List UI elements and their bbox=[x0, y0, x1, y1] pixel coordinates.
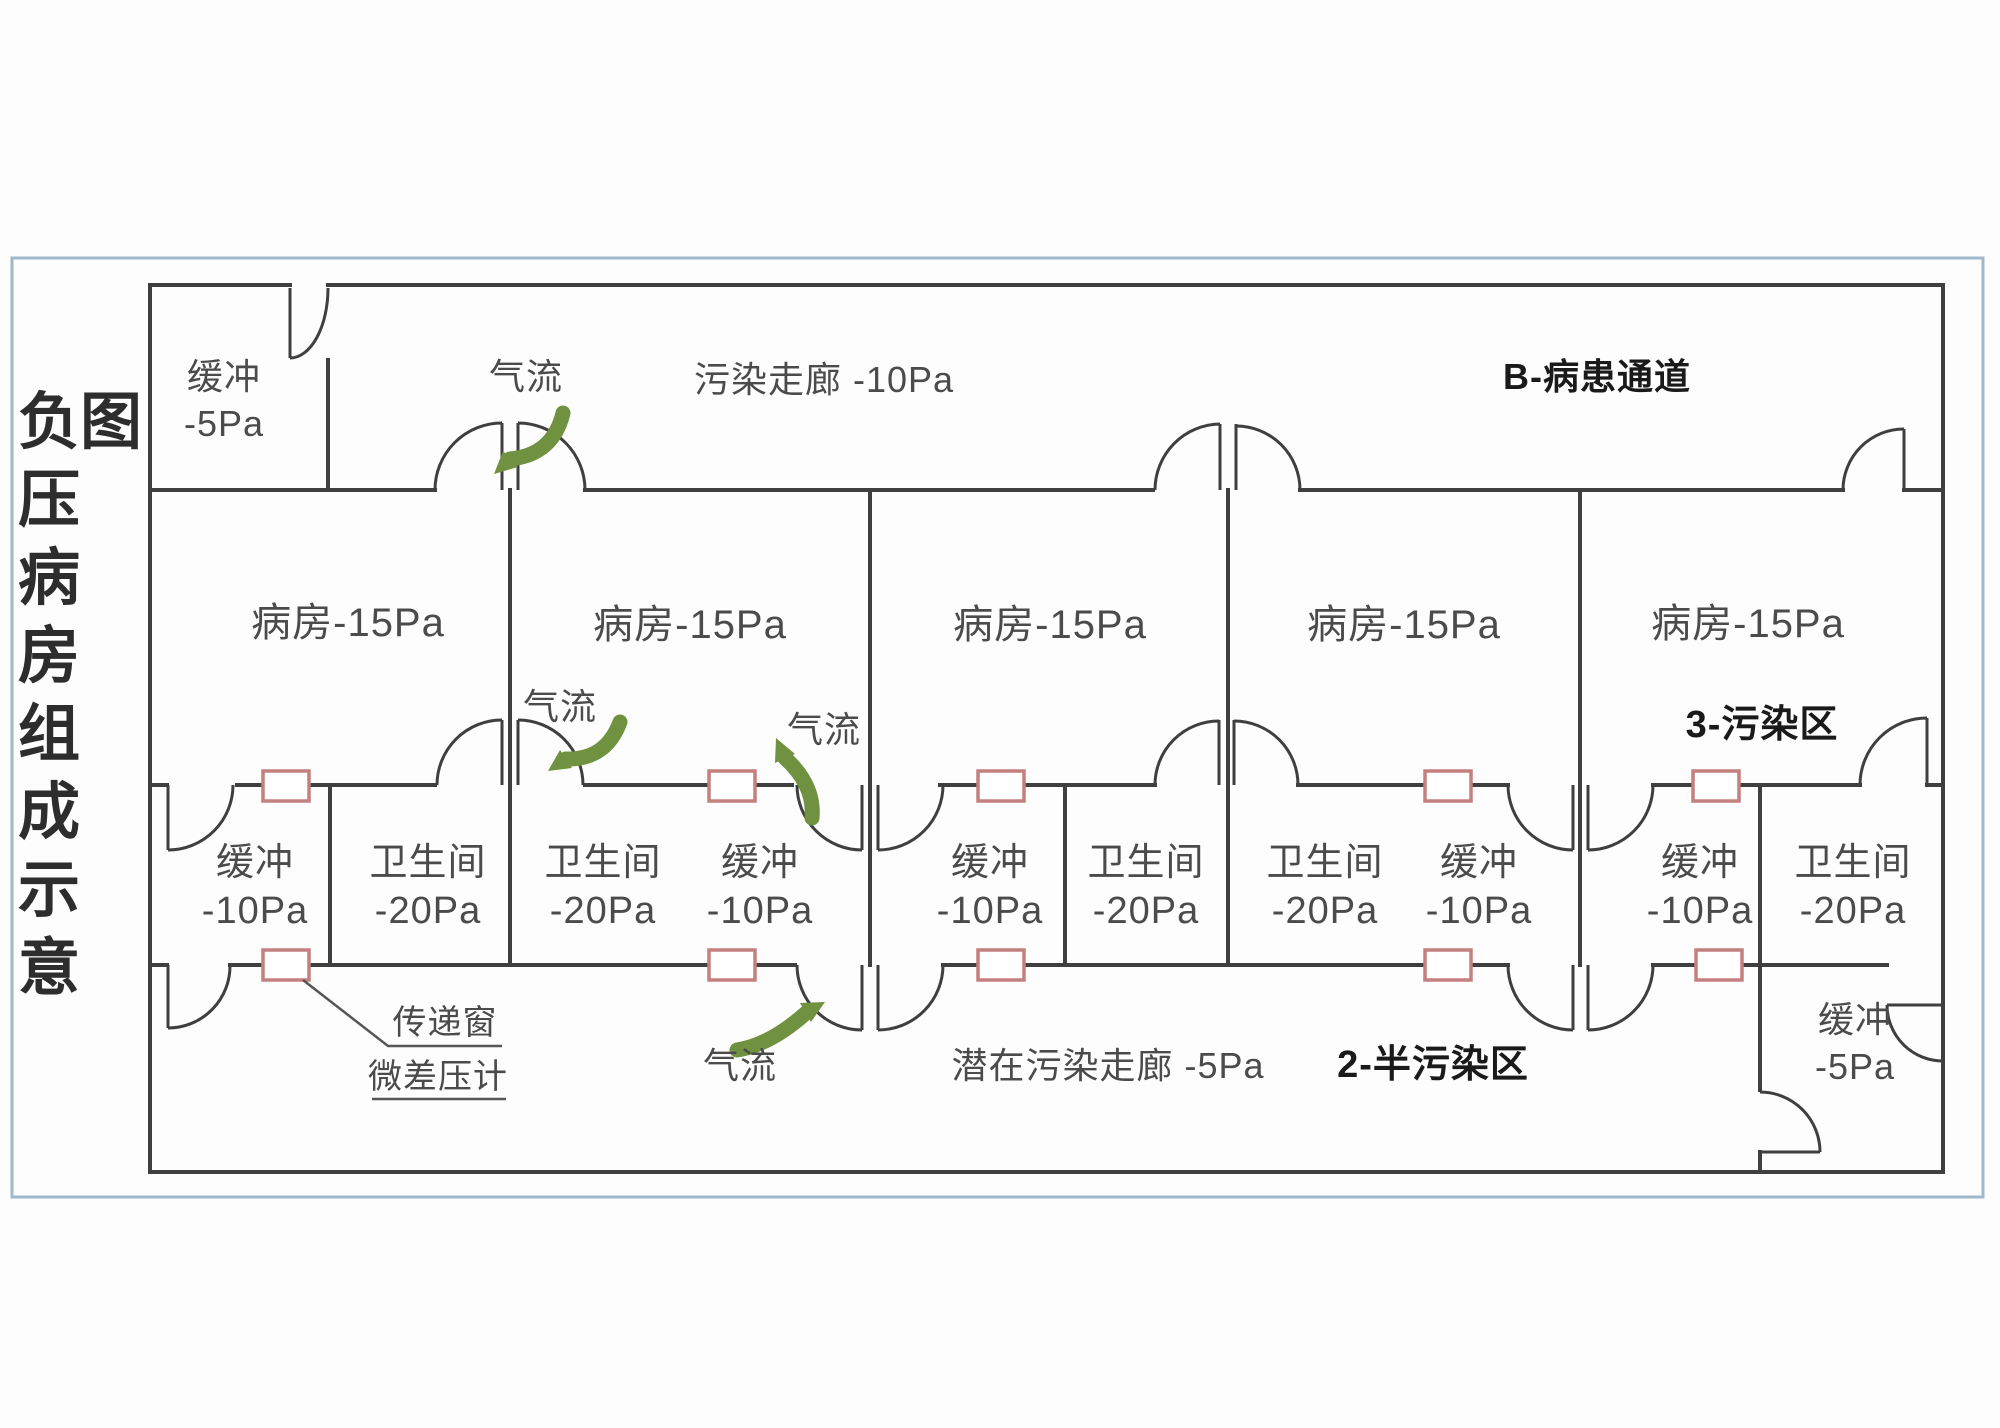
leader-lines bbox=[302, 979, 506, 1101]
transfer-window-icon bbox=[1423, 948, 1473, 982]
zone-label-semi-contaminated: 2-半污染区 bbox=[1337, 1044, 1529, 1086]
door-arc bbox=[1506, 784, 1655, 852]
room-pressure-cell-2: -20Pa bbox=[374, 890, 482, 932]
door-arc bbox=[1153, 422, 1302, 491]
room-pressure-cell-3: -20Pa bbox=[549, 890, 657, 932]
zone-label-contaminated: 3-污染区 bbox=[1685, 704, 1839, 746]
room-label-ward-3: 病房-15Pa bbox=[953, 603, 1147, 647]
transfer-window-icon bbox=[1691, 769, 1741, 803]
door-buffer1-corridor bbox=[166, 964, 232, 1030]
room-pressure-buffer-bottom-right: -5Pa bbox=[1814, 1046, 1896, 1087]
door-arc bbox=[795, 784, 945, 852]
room-label-cell-3: 卫生间 bbox=[544, 842, 662, 884]
door-buffer-ward2-3-upper bbox=[795, 784, 945, 852]
transfer-window-icon bbox=[1694, 948, 1744, 982]
airflow-label-mid-right: 气流 bbox=[786, 709, 862, 750]
door-entrance-top-left bbox=[288, 287, 330, 360]
airflow-label-top: 气流 bbox=[488, 356, 564, 397]
room-pressure-cell-4: -10Pa bbox=[706, 890, 814, 932]
corridor-label-top: 污染走廊 -10Pa bbox=[693, 359, 955, 400]
room-label-cell-1: 缓冲 bbox=[215, 842, 295, 884]
airflow-label-mid-left: 气流 bbox=[522, 686, 598, 727]
transfer-window-icon bbox=[976, 948, 1026, 982]
transfer-window-icon bbox=[707, 948, 757, 982]
airflow-arrow-icon bbox=[729, 1002, 825, 1058]
room-pressure-cell-9: -10Pa bbox=[1646, 890, 1754, 932]
door-symbols bbox=[166, 287, 1944, 1154]
room-label-ward-1: 病房-15Pa bbox=[251, 601, 445, 645]
door-arc bbox=[1506, 964, 1655, 1032]
room-label-cell-4: 缓冲 bbox=[720, 842, 800, 884]
room-label-cell-7: 卫生间 bbox=[1266, 842, 1384, 884]
room-label-buffer-bottom-right: 缓冲 bbox=[1817, 999, 1893, 1040]
room-label-cell-10: 卫生间 bbox=[1794, 842, 1912, 884]
door-arc bbox=[795, 964, 945, 1032]
door-arc bbox=[289, 287, 330, 360]
door-arc bbox=[167, 784, 235, 852]
door-buffer-bottom-right bbox=[1759, 1090, 1822, 1154]
door-leaf bbox=[500, 720, 520, 785]
door-leaf bbox=[1571, 965, 1590, 1030]
door-buffer4-5-corridor bbox=[1506, 964, 1655, 1032]
door-leaf bbox=[1217, 720, 1236, 785]
transfer-window-icon bbox=[261, 769, 311, 803]
annotation-pressure-gauge: 微差压计 bbox=[368, 1058, 508, 1096]
room-label-cell-9: 缓冲 bbox=[1660, 842, 1740, 884]
door-corridor-ward3-4 bbox=[1153, 422, 1302, 491]
door-arc bbox=[1759, 1090, 1822, 1153]
door-corridor-right bbox=[1841, 427, 1906, 491]
zone-label-patient-channel: B-病患通道 bbox=[1503, 356, 1691, 397]
room-pressure-cell-7: -20Pa bbox=[1271, 890, 1379, 932]
door-bathroom-ward5 bbox=[1858, 716, 1929, 786]
room-label-buffer-top-left: 缓冲 bbox=[186, 356, 262, 397]
door-arc bbox=[1841, 427, 1905, 491]
annotation-transfer-window: 传递窗 bbox=[392, 1004, 498, 1042]
room-pressure-cell-10: -20Pa bbox=[1799, 890, 1907, 932]
room-pressure-buffer-top-left: -5Pa bbox=[183, 403, 265, 444]
room-pressure-cell-1: -10Pa bbox=[201, 890, 309, 932]
corridor-label-bottom: 潜在污染走廊 -5Pa bbox=[951, 1045, 1265, 1086]
diagram-frame bbox=[10, 256, 1985, 1199]
door-arc bbox=[1858, 716, 1928, 786]
airflow-arrows bbox=[494, 405, 825, 1058]
door-arc bbox=[167, 964, 232, 1030]
transfer-window-icon bbox=[261, 948, 311, 982]
door-leaf bbox=[1218, 424, 1238, 490]
transfer-window-icon bbox=[1423, 769, 1473, 803]
door-buffer-ward4-5-upper bbox=[1506, 784, 1655, 852]
door-ward1-buffer bbox=[166, 784, 235, 852]
transfer-window-icon bbox=[976, 769, 1026, 803]
room-label-cell-8: 缓冲 bbox=[1439, 842, 1519, 884]
airflow-arrow-icon bbox=[548, 714, 628, 771]
diagram-title: 负压病房组成示意图 bbox=[8, 388, 139, 1013]
door-leaf bbox=[860, 965, 880, 1030]
door-arc bbox=[1885, 1004, 1944, 1063]
door-arc bbox=[433, 421, 587, 491]
room-pressure-cell-6: -20Pa bbox=[1092, 890, 1200, 932]
door-bathroom5-buffer bbox=[1885, 1003, 1944, 1063]
door-bathroom-ward1-2 bbox=[435, 718, 585, 786]
transfer-windows bbox=[261, 769, 1744, 982]
room-label-cell-2: 卫生间 bbox=[369, 842, 487, 884]
room-label-ward-4: 病房-15Pa bbox=[1307, 603, 1501, 647]
door-bathroom-ward3-4 bbox=[1153, 719, 1300, 786]
door-leaf bbox=[860, 785, 880, 850]
transfer-window-icon bbox=[707, 769, 757, 803]
door-arc bbox=[1153, 719, 1300, 786]
room-label-cell-5: 缓冲 bbox=[950, 842, 1030, 884]
room-label-cell-6: 卫生间 bbox=[1087, 842, 1205, 884]
airflow-label-bottom: 气流 bbox=[702, 1045, 778, 1086]
door-buffer2-3-corridor bbox=[795, 964, 945, 1032]
room-label-ward-2: 病房-15Pa bbox=[593, 603, 787, 647]
door-arc bbox=[435, 718, 585, 786]
wall-lines bbox=[148, 283, 1945, 1174]
annotation-leader-line bbox=[302, 979, 502, 1048]
door-leaf bbox=[1571, 785, 1590, 850]
airflow-arrow-icon bbox=[494, 405, 571, 474]
airflow-arrow-icon bbox=[775, 738, 820, 826]
room-pressure-cell-5: -10Pa bbox=[936, 890, 1044, 932]
room-label-ward-5: 病房-15Pa bbox=[1651, 602, 1845, 646]
room-pressure-cell-8: -10Pa bbox=[1425, 890, 1533, 932]
